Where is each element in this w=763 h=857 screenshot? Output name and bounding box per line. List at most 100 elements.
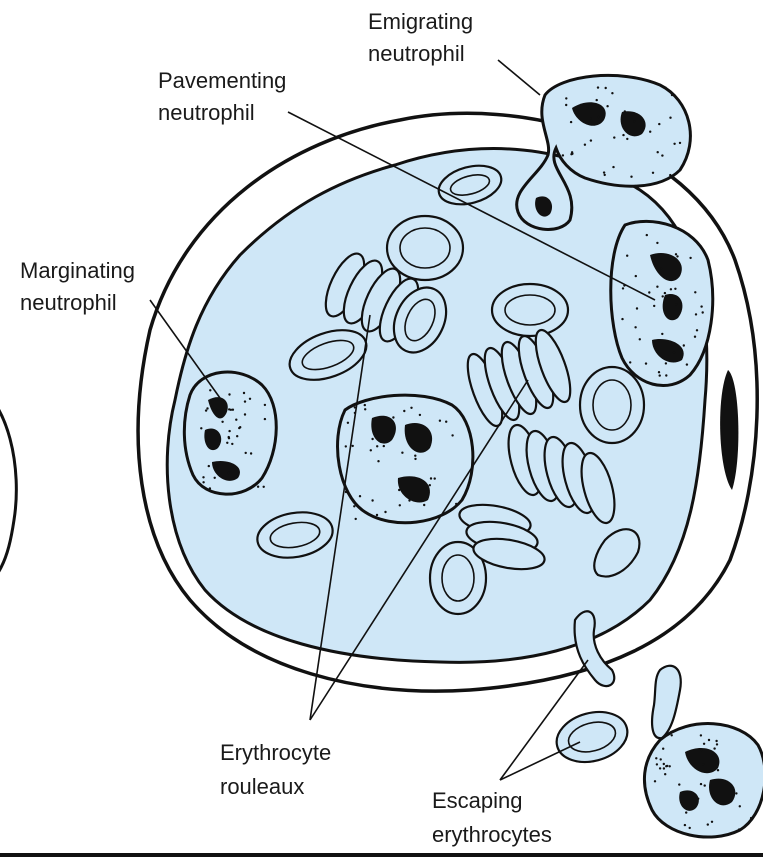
granule-dot [605, 87, 607, 89]
granule-dot [702, 311, 704, 313]
granule-dot [209, 389, 211, 391]
granule-dot [716, 743, 718, 745]
granule-dot [689, 827, 691, 829]
granule-dot [712, 797, 714, 799]
granule-dot [423, 504, 425, 506]
granule-dot [679, 142, 681, 144]
granule-dot [700, 749, 702, 751]
granule-dot [206, 407, 208, 409]
granule-dot [398, 489, 400, 491]
granule-dot [426, 489, 428, 491]
granule-dot [696, 329, 698, 331]
granule-dot [738, 828, 740, 830]
granule-dot [739, 805, 741, 807]
granule-dot [645, 362, 647, 364]
granule-dot [347, 422, 349, 424]
granule-dot [371, 499, 373, 501]
granule-dot [661, 154, 663, 156]
granule-dot [410, 407, 412, 409]
granule-dot [670, 288, 672, 290]
granule-dot [455, 503, 457, 505]
granule-dot [676, 255, 678, 257]
granule-dot [414, 458, 416, 460]
granule-dot [565, 104, 567, 106]
granule-dot [353, 505, 355, 507]
granule-dot [239, 426, 241, 428]
granule-dot [700, 783, 702, 785]
granule-dot [221, 421, 223, 423]
granule-dot [249, 398, 251, 400]
granule-dot [597, 86, 599, 88]
granule-dot [711, 821, 713, 823]
granule-dot [658, 371, 660, 373]
granule-dot [599, 106, 601, 108]
granule-dot [661, 333, 663, 335]
granule-dot [230, 409, 232, 411]
granule-dot [399, 504, 401, 506]
granule-dot [202, 476, 204, 478]
granule-dot [646, 234, 648, 236]
granule-dot [656, 242, 658, 244]
granule-dot [695, 313, 697, 315]
granule-dot [214, 477, 216, 479]
granule-dot [257, 486, 259, 488]
granule-dot [613, 136, 615, 138]
granule-dot [571, 151, 573, 153]
granule-dot [205, 430, 207, 432]
granule-dot [678, 783, 680, 785]
granule-dot [662, 295, 664, 297]
granule-dot [392, 416, 394, 418]
granule-dot [722, 801, 724, 803]
granule-dot [597, 116, 599, 118]
granule-dot [244, 400, 246, 402]
granule-dot [660, 267, 662, 269]
granule-dot [606, 105, 608, 107]
granule-dot [345, 445, 347, 447]
granule-dot [430, 477, 432, 479]
granule-dot [612, 166, 614, 168]
granule-dot [662, 748, 664, 750]
granule-dot [665, 374, 667, 376]
granule-dot [635, 275, 637, 277]
granule-dot [673, 143, 675, 145]
granule-dot [228, 472, 230, 474]
granule-dot [655, 757, 657, 759]
granule-dot [654, 780, 656, 782]
granule-dot [231, 443, 233, 445]
granule-dot [694, 336, 696, 338]
granule-dot [636, 307, 638, 309]
granule-dot [414, 455, 416, 457]
granule-dot [664, 292, 666, 294]
granule-dot [649, 131, 651, 133]
adjacent-vessel-wall [0, 380, 16, 600]
granule-dot [703, 743, 705, 745]
granule-dot [202, 481, 204, 483]
label-emigrating-neutrophil: Emigrating neutrophil [368, 9, 479, 66]
granule-dot [370, 449, 372, 451]
granule-dot [371, 438, 373, 440]
neutrophil [338, 395, 473, 523]
granule-dot [656, 286, 658, 288]
bottom-border [0, 853, 763, 857]
granule-dot [434, 477, 436, 479]
label-escaping-erythrocytes: Escaping erythrocytes [432, 788, 552, 847]
granule-dot [658, 123, 660, 125]
granule-dot [697, 798, 699, 800]
granule-dot [683, 344, 685, 346]
granule-dot [664, 773, 666, 775]
granule-dot [675, 303, 677, 305]
granule-dot [228, 436, 230, 438]
granule-dot [429, 484, 431, 486]
granule-dot [376, 445, 378, 447]
granule-dot [686, 363, 688, 365]
granule-dot [226, 442, 228, 444]
granule-dot [673, 351, 675, 353]
granule-dot [702, 763, 704, 765]
granule-dot [715, 740, 717, 742]
granule-dot [659, 374, 661, 376]
granule-dot [700, 305, 702, 307]
granule-dot [570, 121, 572, 123]
granule-dot [711, 754, 713, 756]
granule-dot [735, 792, 737, 794]
